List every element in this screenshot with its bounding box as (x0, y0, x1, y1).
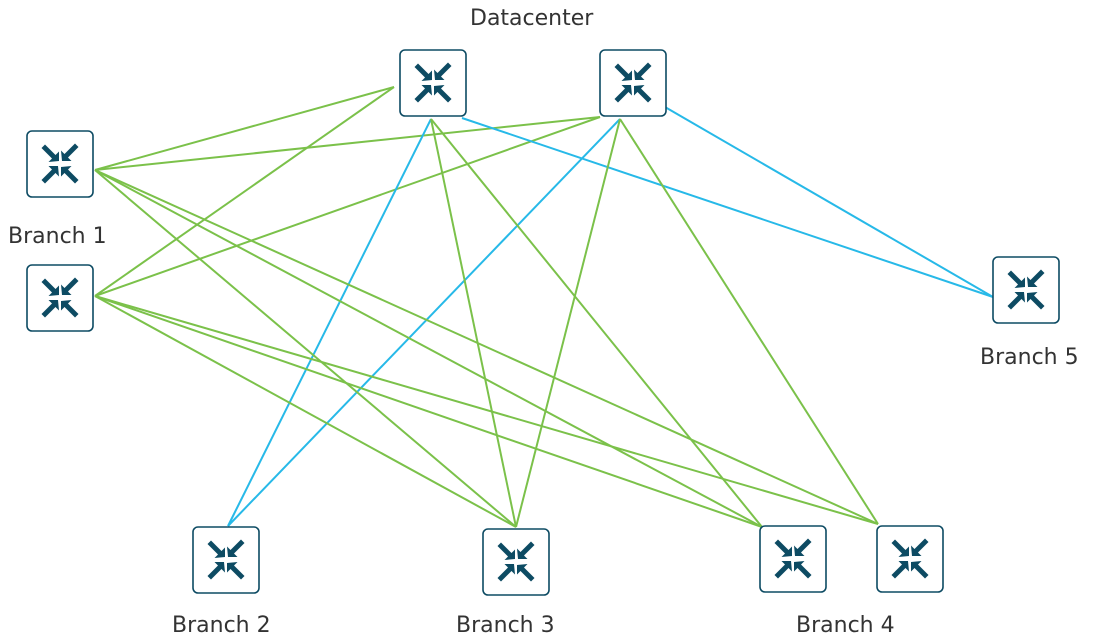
link-b1b-dc1 (94, 86, 395, 297)
router-icon-b4b (876, 525, 944, 593)
label-branch-1: Branch 1 (8, 224, 107, 249)
link-dc1-b3 (430, 118, 517, 528)
label-branch-3: Branch 3 (456, 613, 555, 638)
router-icon-dc1 (399, 49, 467, 117)
router-icon-b5 (992, 256, 1060, 324)
label-datacenter: Datacenter (470, 6, 594, 31)
router-icon-b1a (26, 130, 94, 198)
label-branch-5: Branch 5 (980, 345, 1079, 370)
link-b1b-b4a (94, 295, 763, 528)
router-icon-b1b (26, 264, 94, 332)
link-dc1-b4a (430, 118, 763, 528)
link-dc2-b5 (664, 106, 994, 298)
link-b1b-b3 (94, 295, 517, 528)
router-icon-dc2 (599, 49, 667, 117)
link-b1a-b4a (94, 169, 763, 528)
link-dc2-b4b (619, 118, 879, 525)
link-dc2-b3 (515, 118, 621, 528)
label-branch-4: Branch 4 (796, 613, 895, 638)
label-branch-2: Branch 2 (172, 613, 271, 638)
link-dc2-b2 (227, 118, 621, 527)
link-b1b-b4b (94, 295, 879, 525)
router-icon-b2 (192, 526, 260, 594)
router-icon-b3 (482, 528, 550, 596)
link-dc1-b2 (227, 118, 432, 527)
links-layer (94, 86, 994, 528)
link-b1a-dc2 (94, 116, 601, 171)
routers-layer (26, 49, 1060, 596)
link-b1a-b4b (94, 169, 879, 525)
link-b1a-b3 (94, 169, 517, 528)
link-b1a-dc1 (94, 86, 395, 171)
link-b1b-dc2 (94, 116, 601, 297)
router-icon-b4a (759, 525, 827, 593)
link-dc1-b5 (461, 117, 994, 298)
